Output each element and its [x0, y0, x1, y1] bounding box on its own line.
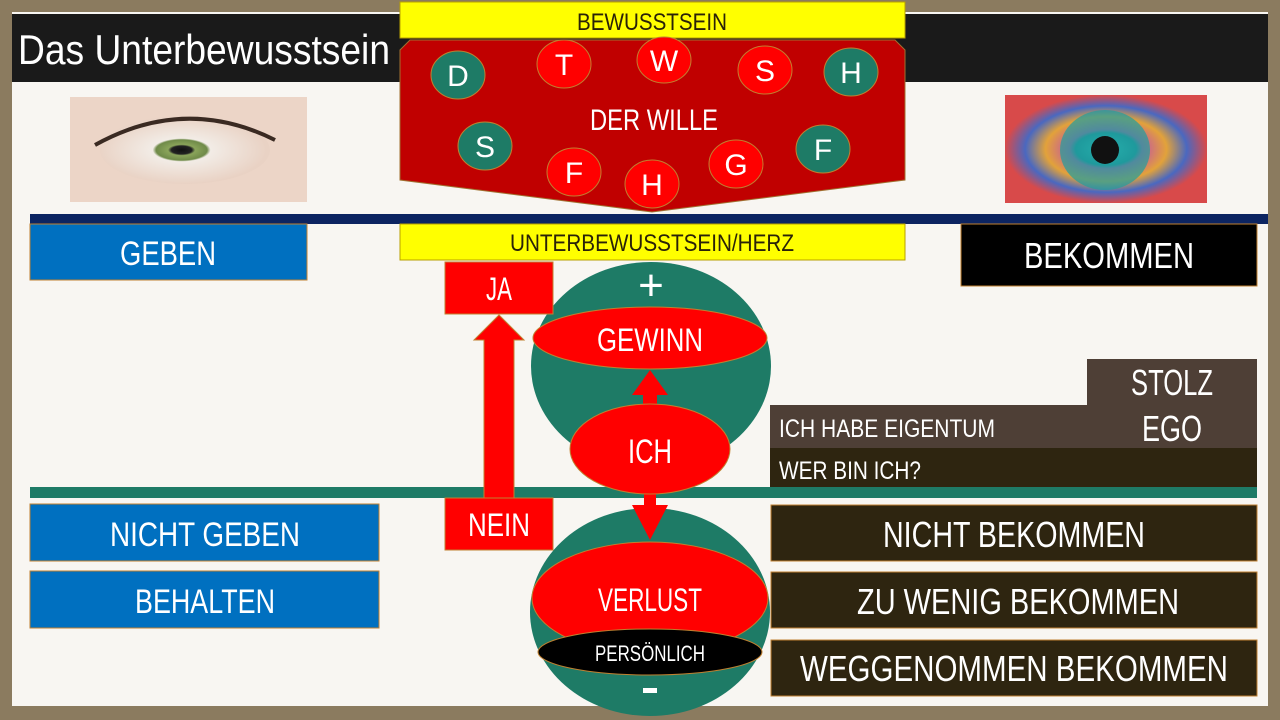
- persoenlich-ellipse: [537, 628, 763, 676]
- arrow-down-to-verlust: [632, 490, 668, 540]
- verlust-label: VERLUST: [598, 582, 702, 618]
- weggenommen-bekommen-label: WEGGENOMMEN BEKOMMEN: [800, 648, 1228, 689]
- letter-circle: H: [624, 159, 680, 209]
- ich-habe-eigentum-label: ICH HABE EIGENTUM: [779, 415, 995, 443]
- bewusstsein-label: BEWUSSTSEIN: [577, 9, 727, 36]
- letter-circle: D: [430, 50, 486, 100]
- ego-label: EGO: [1142, 408, 1202, 449]
- nein-box: [444, 497, 554, 551]
- ja-box: [444, 261, 554, 315]
- natural-eye-image: [70, 97, 307, 202]
- weggenommen-bekommen-box: [770, 639, 1258, 697]
- zu-wenig-bekommen-box: [770, 571, 1258, 629]
- svg-text:F: F: [565, 157, 583, 190]
- nein-label: NEIN: [468, 507, 530, 543]
- unterbewusstsein-banner: [399, 223, 906, 261]
- nicht-bekommen-label: NICHT BEKOMMEN: [883, 514, 1145, 555]
- geben-box: [29, 223, 308, 281]
- der-wille-label: DER WILLE: [590, 104, 718, 137]
- nicht-geben-box: [29, 503, 380, 562]
- bewusstsein-banner: [399, 1, 906, 39]
- svg-text:D: D: [447, 60, 469, 93]
- letter-circle: F: [795, 124, 851, 174]
- persoenlich-label: PERSÖNLICH: [595, 641, 705, 666]
- gewinn-label: GEWINN: [597, 322, 703, 358]
- ja-label: JA: [486, 271, 512, 307]
- ich-ellipse: [569, 403, 731, 495]
- plus-sign: +: [638, 261, 664, 310]
- svg-text:H: H: [840, 57, 862, 90]
- letter-circle: W: [636, 36, 692, 84]
- ich-habe-eigentum-bar: [770, 405, 1257, 449]
- letter-circle: G: [708, 139, 764, 189]
- letter-circle: S: [737, 45, 793, 95]
- page-title: Das Unterbewusstsein: [18, 26, 390, 73]
- bekommen-box: [960, 223, 1258, 287]
- bekommen-label: BEKOMMEN: [1024, 235, 1194, 276]
- wer-bin-ich-label: WER BIN ICH?: [779, 457, 921, 485]
- letter-circle: T: [536, 39, 592, 89]
- wer-bin-ich-bar: [770, 448, 1257, 487]
- arrow-nein-to-ja: [472, 314, 526, 499]
- svg-text:W: W: [650, 45, 679, 78]
- nicht-geben-label: NICHT GEBEN: [110, 516, 300, 554]
- behalten-label: BEHALTEN: [135, 583, 275, 621]
- svg-text:F: F: [814, 134, 832, 167]
- gewinn-ellipse: [532, 306, 768, 370]
- conscious-divider: [30, 214, 1268, 224]
- arrow-up-to-gewinn: [632, 370, 668, 405]
- will-letter-circles: D T W S H S F H G F: [430, 36, 879, 209]
- letter-circle: H: [823, 47, 879, 97]
- zu-wenig-bekommen-label: ZU WENIG BEKOMMEN: [857, 581, 1179, 622]
- svg-text:S: S: [475, 131, 495, 164]
- letter-circle: F: [546, 147, 602, 197]
- mosaic-eye-image: [1005, 95, 1207, 203]
- behalten-box: [29, 570, 380, 629]
- ich-label: ICH: [628, 433, 672, 471]
- svg-text:G: G: [724, 149, 747, 182]
- unterbewusstsein-label: UNTERBEWUSSTSEIN/HERZ: [510, 230, 794, 257]
- minus-sign-text: -: [0, 0, 1, 1]
- minus-sign: [643, 688, 657, 693]
- geben-label: GEBEN: [120, 235, 216, 273]
- stolz-ego-box: [1087, 359, 1257, 409]
- svg-text:H: H: [641, 169, 663, 202]
- svg-text:T: T: [555, 49, 573, 82]
- letter-circle: S: [457, 121, 513, 171]
- nicht-bekommen-box: [770, 504, 1258, 562]
- svg-text:S: S: [755, 55, 775, 88]
- stolz-label: STOLZ: [1131, 362, 1213, 403]
